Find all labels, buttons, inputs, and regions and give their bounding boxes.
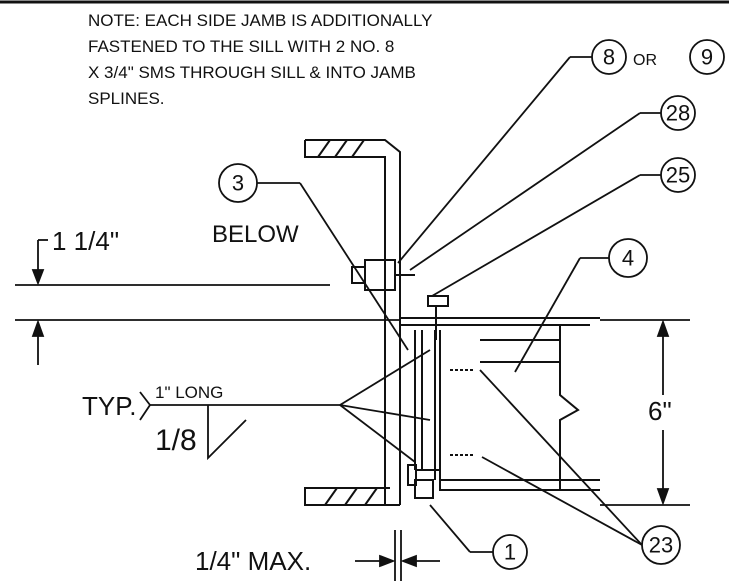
channel-section <box>304 139 401 506</box>
dim-gap-label: 1/4" MAX. <box>195 546 311 576</box>
note-block: NOTE: EACH SIDE JAMB IS ADDITIONALLY FAS… <box>88 11 432 108</box>
dimension-height: 6" <box>600 319 690 506</box>
callout-28-label: 28 <box>666 101 690 126</box>
callout-below-label: BELOW <box>212 221 299 248</box>
dim-height-label: 6" <box>648 396 672 426</box>
dim-top-offset-label: 1 1/4" <box>52 226 119 256</box>
weld-size-label: 1/8 <box>155 424 197 457</box>
callout-25-label: 25 <box>666 163 690 188</box>
callout-9-bubble <box>689 39 725 75</box>
callouts <box>218 39 725 570</box>
sill-extrusion <box>351 259 600 499</box>
callout-4-label: 4 <box>622 246 634 271</box>
callout-3-label: 3 <box>232 171 244 196</box>
callout-9-label: 9 <box>701 45 713 70</box>
dimension-top-offset: 1 1/4" <box>15 226 400 365</box>
note-line-1: NOTE: EACH SIDE JAMB IS ADDITIONALLY <box>88 11 432 30</box>
callout-23-label: 23 <box>649 533 673 558</box>
weld-symbol: TYP. 1" LONG 1/8 <box>82 349 431 463</box>
dimension-gap: 1/4" MAX. <box>195 530 440 581</box>
weld-length-label: 1" LONG <box>155 383 223 402</box>
callout-or-label: OR <box>633 52 657 69</box>
callout-8-label: 8 <box>603 45 615 70</box>
note-line-3: X 3/4" SMS THROUGH SILL & INTO JAMB <box>88 63 416 82</box>
note-line-4: SPLINES. <box>88 89 165 108</box>
note-line-2: FASTENED TO THE SILL WITH 2 NO. 8 <box>88 37 394 56</box>
callout-texts: 8 OR 9 28 25 3 BELOW 4 23 1 <box>212 45 713 565</box>
weld-typ-label: TYP. <box>82 391 136 421</box>
callout-1-label: 1 <box>504 540 516 565</box>
